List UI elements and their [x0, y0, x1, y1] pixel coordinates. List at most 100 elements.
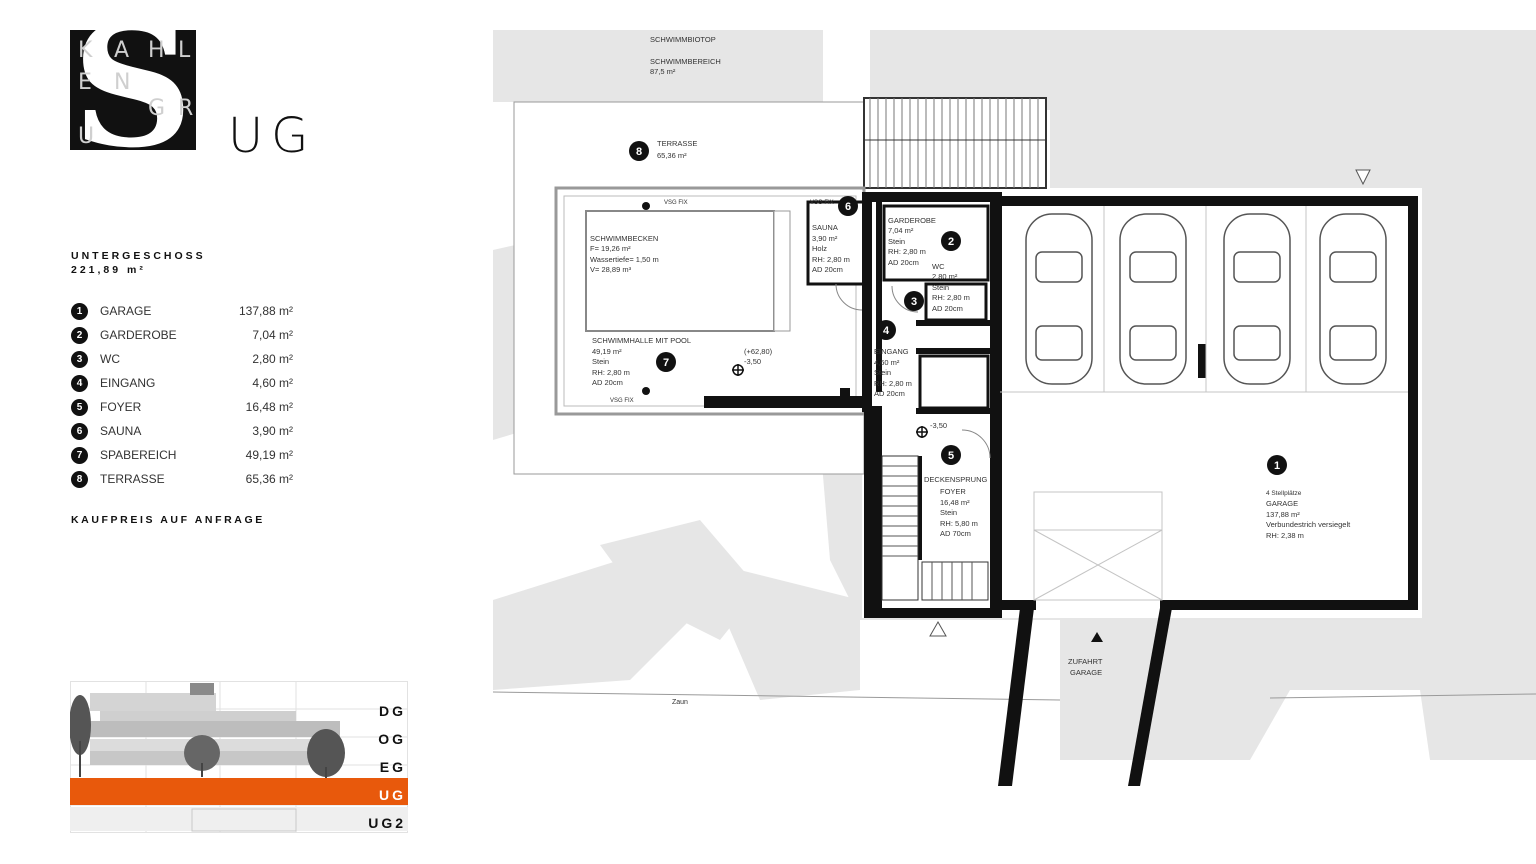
level-option-eg[interactable]: EG: [379, 759, 406, 775]
badge-wc: 3: [911, 296, 917, 308]
label-glass-sauna: VSG FIX: [810, 200, 834, 206]
walls: [862, 192, 1418, 618]
room-number-badge: 3: [71, 350, 88, 368]
label-driveway: ZUFAHRT: [1068, 657, 1103, 666]
room-name: GARDEROBE: [100, 328, 177, 342]
level-option-ug2[interactable]: UG2: [368, 815, 406, 831]
badge-foyer: 5: [948, 450, 954, 462]
room-area: 65,36 m²: [245, 472, 293, 486]
label-sauna-area: 3,90 m²: [812, 234, 838, 243]
room-number-badge: 5: [71, 398, 88, 416]
logo-ghost-letter: L: [178, 38, 207, 63]
logo-ghost-letter: A: [114, 38, 146, 63]
label-sauna-height: RH: 2,80 m: [812, 255, 850, 264]
label-fence: Zaun: [672, 699, 688, 706]
label-eingang-area: 4,60 m²: [874, 358, 900, 367]
logo-ghost-letter: H: [148, 38, 181, 63]
label-terrace: TERRASSE: [657, 139, 697, 148]
room-badges: [629, 141, 1287, 475]
label-foyer-area: 16,48 m²: [940, 498, 970, 507]
exterior-stairs: [863, 97, 1047, 189]
room-number-badge: 2: [71, 326, 88, 344]
room-number-badge: 1: [71, 302, 88, 320]
room-number-badge: 6: [71, 422, 88, 440]
price-note: KAUFPREIS AUF ANFRAGE: [71, 514, 265, 526]
room-name: SAUNA: [100, 424, 142, 438]
label-sauna-ad: AD 20cm: [812, 265, 843, 274]
label-eingang-floor: Stein: [874, 368, 891, 377]
level-option-og[interactable]: OG: [378, 731, 406, 747]
room-number-badge: 8: [71, 470, 88, 488]
label-wc-height: RH: 2,80 m: [932, 293, 970, 302]
label-foyer-height: RH: 5,80 m: [940, 519, 978, 528]
room-area: 2,80 m²: [252, 352, 293, 366]
label-garage: GARAGE: [1266, 499, 1298, 508]
label-spa-area: 49,19 m²: [592, 347, 622, 356]
label-terrace-area: 65,36 m²: [657, 151, 687, 160]
level-option-ug[interactable]: UG: [379, 787, 406, 803]
room-name: GARAGE: [100, 304, 152, 318]
level-option-dg[interactable]: DG: [379, 703, 406, 719]
room-name: TERRASSE: [100, 472, 165, 486]
logo-s-letter: S: [72, 0, 194, 185]
label-garage-area: 137,88 m²: [1266, 510, 1300, 519]
badge-sauna: 6: [845, 201, 851, 213]
label-pool-area: F= 19,26 m²: [590, 244, 631, 253]
level-selector: DG OG EG UG UG2: [69, 681, 408, 833]
label-biotop: SCHWIMMBIOTOP: [650, 35, 716, 44]
label-garderobe-height: RH: 2,80 m: [888, 247, 926, 256]
room-number-badge: 7: [71, 446, 88, 464]
room-name: SPABEREICH: [100, 448, 177, 462]
label-sauna-floor: Holz: [812, 244, 827, 253]
badge-garderobe: 2: [948, 236, 954, 248]
label-pool: SCHWIMMBECKEN: [590, 234, 658, 243]
label-garage-spaces: 4 Stellplätze: [1266, 490, 1302, 497]
label-wc-floor: Stein: [932, 283, 949, 292]
list-item: 6 SAUNA 3,90 m²: [71, 419, 293, 443]
label-foyer-level: -3,50: [930, 421, 947, 430]
label-garage-height: RH: 2,38 m: [1266, 531, 1304, 540]
label-spa-height: RH: 2,80 m: [592, 368, 630, 377]
room-area: 4,60 m²: [252, 376, 293, 390]
label-glass-bottom: VSG FIX: [610, 398, 634, 404]
label-foyer: FOYER: [940, 487, 966, 496]
label-spa-level-rel: -3,50: [744, 357, 761, 366]
logo-ghost-letter: R: [178, 96, 210, 121]
room-area: 7,04 m²: [252, 328, 293, 342]
pool: [585, 210, 775, 332]
room-name: FOYER: [100, 400, 142, 414]
parked-cars: [1025, 213, 1387, 385]
label-garderobe-area: 7,04 m²: [888, 226, 914, 235]
label-sauna: SAUNA: [812, 223, 838, 232]
logo-ghost-letter: N: [114, 70, 147, 95]
badge-eingang: 4: [883, 325, 890, 337]
label-wc-ad: AD 20cm: [932, 304, 963, 313]
label-garage-floor: Verbundestrich versiegelt: [1266, 520, 1351, 529]
floor-code-title: UG: [228, 108, 317, 164]
building-section-drawing: [69, 681, 408, 833]
room-area: 3,90 m²: [252, 424, 293, 438]
label-wc-area: 2,80 m²: [932, 272, 958, 281]
interior-stairs: [881, 455, 989, 601]
floor-summary: UNTERGESCHOSS 221,89 m²: [71, 249, 206, 277]
label-foyer-ad: AD 70cm: [940, 529, 971, 538]
label-eingang-ad: AD 20cm: [874, 389, 905, 398]
label-spa: SCHWIMMHALLE MIT POOL: [592, 336, 691, 345]
logo-block: [70, 30, 196, 150]
label-spa-ad: AD 20cm: [592, 378, 623, 387]
badge-terrace: 8: [636, 146, 642, 158]
list-item: 8 TERRASSE 65,36 m²: [71, 467, 293, 491]
list-item: 7 SPABEREICH 49,19 m²: [71, 443, 293, 467]
label-spa-floor: Stein: [592, 357, 609, 366]
room-area: 49,19 m²: [245, 448, 293, 462]
logo-ghost-letter: E: [78, 70, 108, 95]
label-garderobe: GARDEROBE: [888, 216, 936, 225]
room-number-badge: 4: [71, 374, 88, 392]
label-wc: WC: [932, 262, 945, 271]
label-garderobe-floor: Stein: [888, 237, 905, 246]
room-area: 137,88 m²: [238, 304, 293, 318]
